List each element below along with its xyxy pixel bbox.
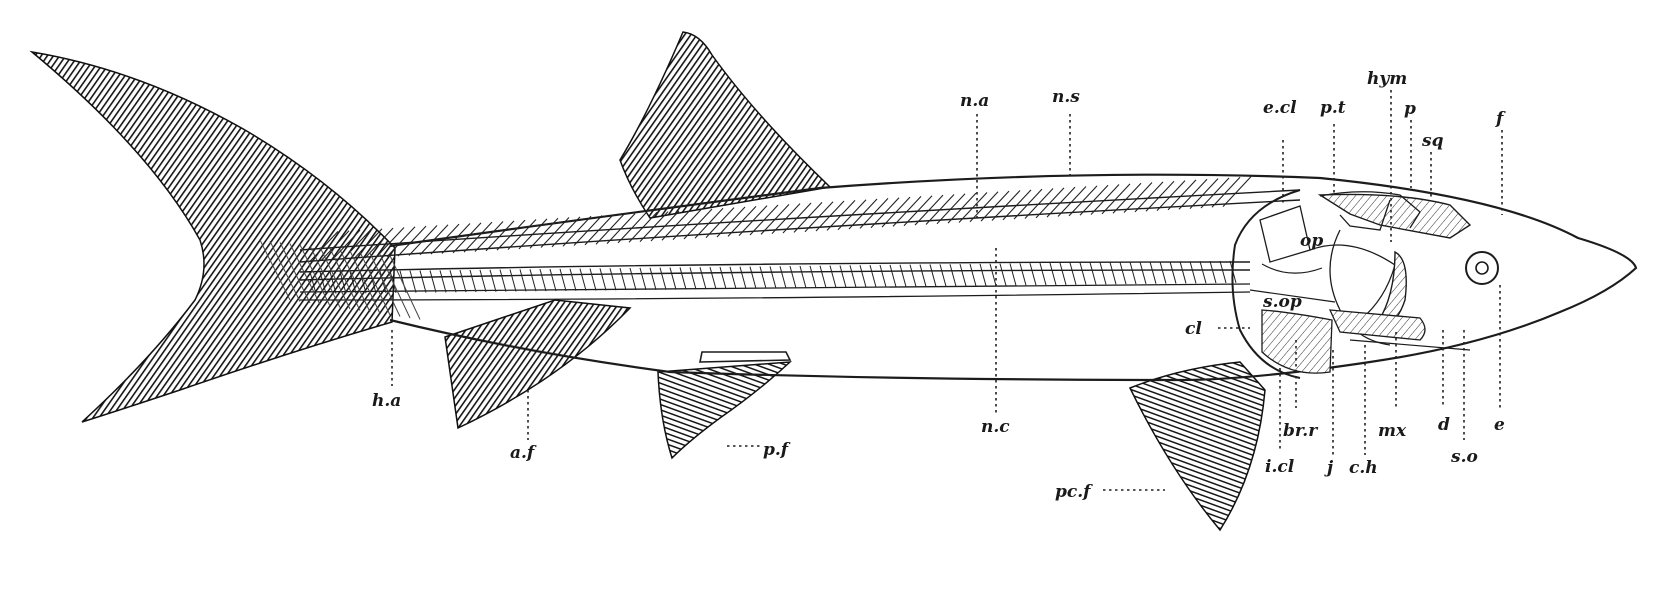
label-c-h: c.h xyxy=(1349,458,1378,478)
label-p-t: p.t xyxy=(1320,98,1346,118)
label-mx: mx xyxy=(1378,421,1407,441)
label-a-f: a.f xyxy=(510,443,537,463)
leader-lines xyxy=(391,90,1503,491)
label-s-o: s.o xyxy=(1450,447,1478,467)
label-p: p xyxy=(1404,99,1416,119)
caudal-fin xyxy=(29,50,396,423)
label-h-a: h.a xyxy=(372,391,401,411)
label-pc-f: pc.f xyxy=(1055,482,1093,502)
caudal-fin-rays xyxy=(259,239,421,320)
haemal-arches xyxy=(309,260,1237,295)
label-j: j xyxy=(1324,458,1334,478)
label-f: f xyxy=(1495,109,1506,129)
neural-spines xyxy=(309,176,1252,262)
label-s-op: s.op xyxy=(1262,292,1302,312)
pelvic-fin xyxy=(657,361,793,460)
pectoral-fin xyxy=(1128,361,1266,532)
anal-fin xyxy=(444,299,632,430)
label-d: d xyxy=(1438,415,1450,435)
label-hym: hym xyxy=(1367,69,1407,89)
label-sq: sq xyxy=(1421,131,1444,151)
label-e-cl: e.cl xyxy=(1263,98,1297,118)
label-p-f: p.f xyxy=(763,440,791,460)
body-outline xyxy=(389,173,1638,382)
pelvic-fin-radials xyxy=(699,351,792,363)
head-skeleton xyxy=(1231,189,1499,379)
label-n-a: n.a xyxy=(960,91,989,111)
label-n-c: n.c xyxy=(981,417,1010,437)
label-i-cl: i.cl xyxy=(1265,457,1295,477)
label-n-s: n.s xyxy=(1052,87,1080,107)
label-op: op xyxy=(1300,231,1323,251)
label-e: e xyxy=(1494,415,1505,435)
label-br-r: br.r xyxy=(1283,421,1318,441)
label-cl: cl xyxy=(1185,319,1202,339)
